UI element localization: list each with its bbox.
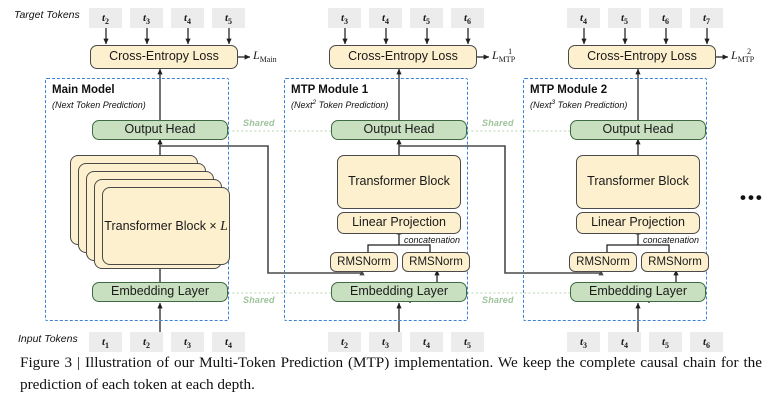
shared-label-output-head-1: Shared — [243, 118, 275, 128]
target-token-chip: t2 — [89, 8, 122, 28]
loss-symbol-mtp2: LMTP2 — [731, 47, 755, 64]
shared-label-output-head-2: Shared — [482, 118, 514, 128]
input-token-chip: t3 — [369, 332, 402, 352]
target-token-chip: t7 — [690, 8, 723, 28]
shared-label-embedding-2: Shared — [482, 295, 514, 305]
module-subtitle-mtp-2: (Next3 Token Prediction) — [530, 99, 628, 110]
target-token-chip: t5 — [608, 8, 641, 28]
target-token-chip: t6 — [451, 8, 484, 28]
input-token-chip: t2 — [328, 332, 361, 352]
target-token-chip: t4 — [171, 8, 204, 28]
transformer-block-main-label: Transformer Block × L — [104, 218, 228, 233]
input-token-chip: t5 — [649, 332, 682, 352]
transformer-block-stack-main: Transformer Block × L — [70, 155, 230, 269]
concatenation-label-mtp-2: concatenation — [643, 235, 700, 245]
cross-entropy-loss-main: Cross-Entropy Loss — [90, 45, 238, 69]
output-head-mtp-2: Output Head — [570, 120, 706, 140]
rmsnorm-left-mtp-1: RMSNorm — [330, 252, 398, 272]
target-token-chip: t3 — [130, 8, 163, 28]
cross-entropy-loss-mtp2: Cross-Entropy Loss — [568, 45, 716, 69]
figure-caption: Figure 3 | Illustration of our Multi-Tok… — [20, 354, 762, 393]
target-token-chip: t6 — [649, 8, 682, 28]
transformer-block-mtp-2: Transformer Block — [576, 155, 700, 209]
target-token-chip: t5 — [212, 8, 245, 28]
input-token-chip: t3 — [567, 332, 600, 352]
module-frame-mtp-2 — [523, 78, 707, 321]
input-token-chip: t4 — [410, 332, 443, 352]
input-token-chip: t1 — [89, 332, 122, 352]
module-subtitle-main: (Next Token Prediction) — [52, 100, 146, 110]
module-title-mtp-1: MTP Module 1 — [291, 84, 369, 96]
input-token-chip: t4 — [608, 332, 641, 352]
rmsnorm-right-mtp-2: RMSNorm — [641, 252, 709, 272]
input-token-chip: t4 — [212, 332, 245, 352]
linear-projection-mtp-2: Linear Projection — [576, 212, 700, 234]
target-token-chip: t4 — [369, 8, 402, 28]
target-token-chip: t4 — [567, 8, 600, 28]
input-tokens-label: Input Tokens — [18, 333, 78, 345]
input-token-chip: t2 — [130, 332, 163, 352]
linear-projection-mtp-1: Linear Projection — [337, 212, 461, 234]
module-subtitle-mtp-1: (Next2 Token Prediction) — [291, 99, 389, 110]
module-frame-mtp-1 — [284, 78, 468, 321]
figure-diagram: Target Tokens t2 t3 t4 t5 t3 t4 t5 t6 t4… — [14, 8, 764, 352]
input-token-chip: t5 — [451, 332, 484, 352]
embedding-layer-main: Embedding Layer — [92, 282, 228, 302]
embedding-layer-mtp-1: Embedding Layer — [331, 282, 467, 302]
loss-symbol-main: LMain — [253, 48, 277, 64]
cross-entropy-loss-mtp1: Cross-Entropy Loss — [329, 45, 477, 69]
loss-symbol-mtp1: LMTP1 — [492, 47, 516, 64]
rmsnorm-left-mtp-2: RMSNorm — [569, 252, 637, 272]
input-token-chip: t6 — [690, 332, 723, 352]
input-token-chip: t3 — [171, 332, 204, 352]
module-title-mtp-2: MTP Module 2 — [530, 84, 608, 96]
target-tokens-label: Target Tokens — [14, 9, 80, 21]
output-head-main: Output Head — [92, 120, 228, 140]
transformer-block-mtp-1: Transformer Block — [337, 155, 461, 209]
embedding-layer-mtp-2: Embedding Layer — [570, 282, 706, 302]
rmsnorm-right-mtp-1: RMSNorm — [402, 252, 470, 272]
output-head-mtp-1: Output Head — [331, 120, 467, 140]
target-token-chip: t5 — [410, 8, 443, 28]
continuation-ellipsis: ••• — [740, 188, 764, 207]
concatenation-label-mtp-1: concatenation — [404, 235, 461, 245]
shared-label-embedding-1: Shared — [243, 295, 275, 305]
target-token-chip: t3 — [328, 8, 361, 28]
module-title-main: Main Model — [52, 84, 115, 96]
